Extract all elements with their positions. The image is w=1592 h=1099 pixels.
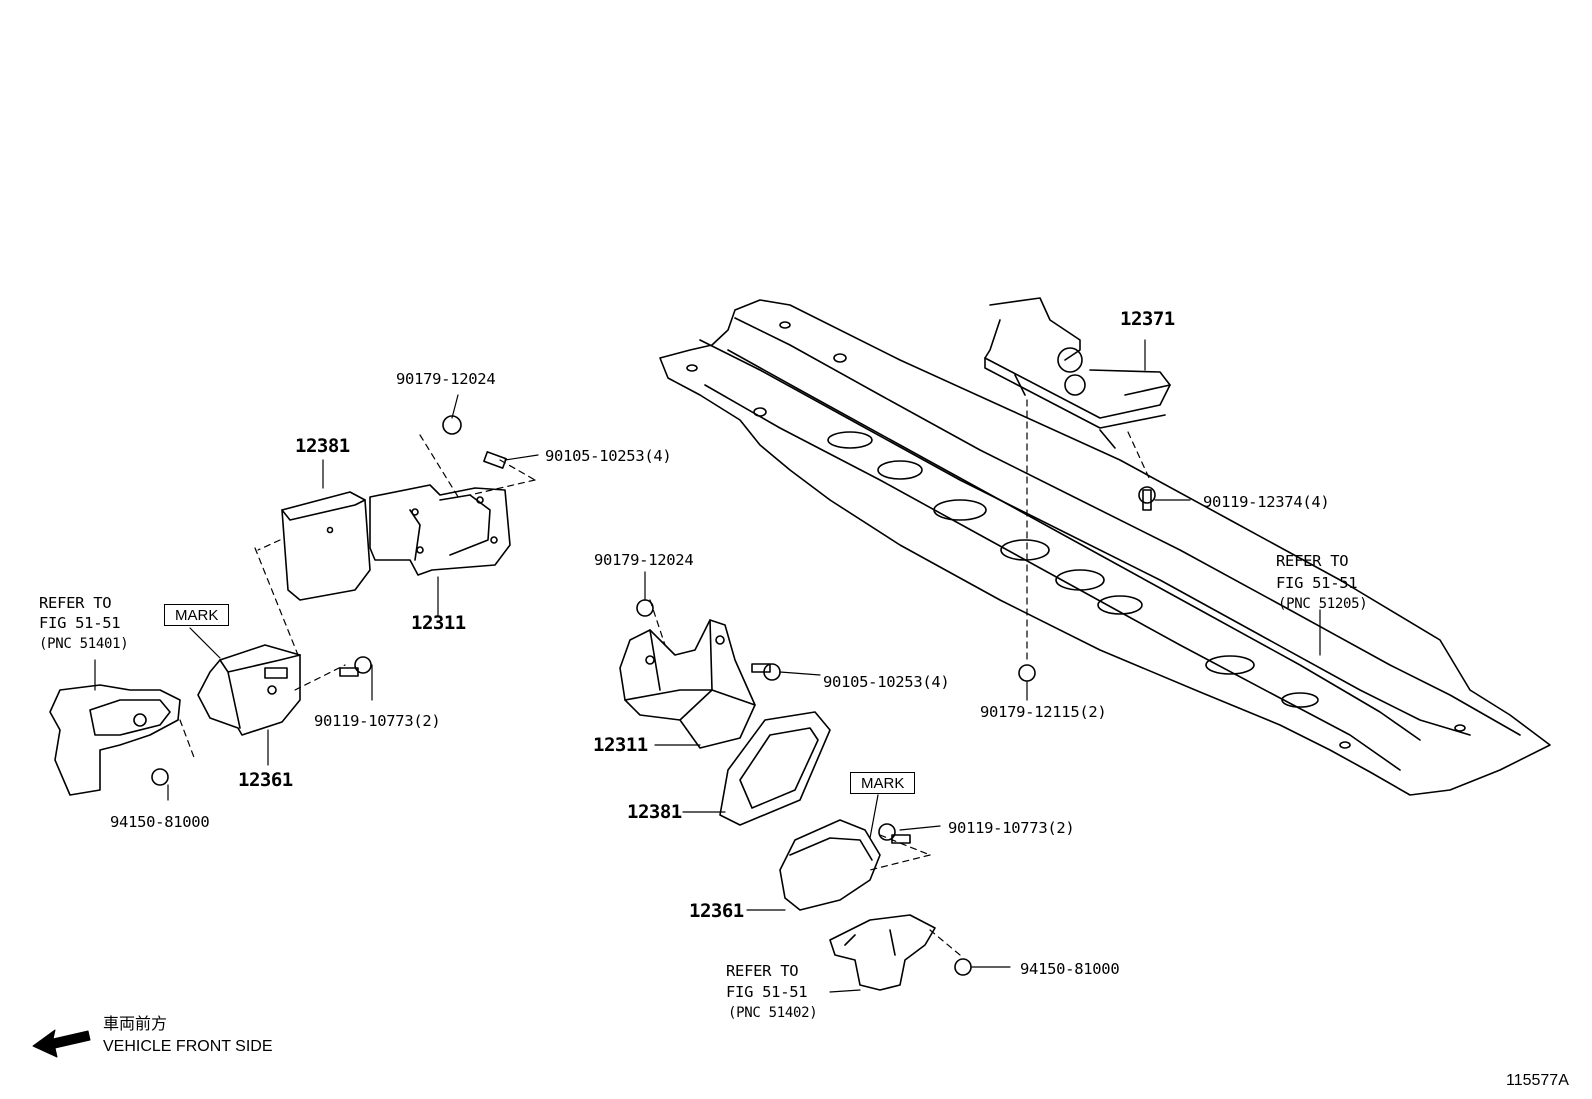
mark-label-right: MARK [850,772,916,794]
fastener-label-94150-81000-right: 94150-81000 [1020,960,1120,978]
fastener-label-90105-10253-mid: 90105-10253(4) [823,673,950,691]
reference-right-line1: REFER TO [1276,552,1349,570]
arrow-left-icon [32,1029,91,1058]
part-label-12381-left: 12381 [295,435,350,457]
legend-japanese: 車両前方 [103,1016,168,1033]
fastener-label-94150-81000-left: 94150-81000 [110,813,210,831]
left-insulator-illustration [49,434,536,796]
reference-bottom-line1: REFER TO [726,962,799,980]
fastener-label-90179-12115: 90179-12115(2) [980,703,1107,721]
fastener-label-90179-12024-top: 90179-12024 [396,370,496,388]
figure-id: 115577A [1506,1072,1569,1089]
part-label-12311-right: 12311 [593,734,648,756]
fastener-label-90105-10253-top: 90105-10253(4) [545,447,672,465]
part-label-12361-left: 12361 [238,769,293,791]
reference-left-line2: FIG 51-51 [39,614,121,632]
reference-left-line1: REFER TO [39,594,112,612]
reference-right-line2: FIG 51-51 [1276,574,1358,592]
part-label-12361-right: 12361 [689,900,744,922]
part-label-12381-right: 12381 [627,801,682,823]
part-label-12371: 12371 [1120,308,1175,330]
rear-mount-illustration [984,297,1171,661]
mark-label-left: MARK [164,604,230,626]
leader-lines [94,339,1321,993]
fastener-label-90179-12024-mid: 90179-12024 [594,551,694,569]
reference-bottom-line2: FIG 51-51 [726,983,808,1001]
part-label-12311-left: 12311 [411,612,466,634]
reference-bottom-pnc: (PNC 51402) [728,1005,818,1021]
crossmember-illustration [659,299,1551,796]
legend-vehicle-front-side: VEHICLE FRONT SIDE [103,1038,273,1055]
right-insulator-illustration [619,599,961,991]
fastener-label-90119-10773-right: 90119-10773(2) [948,819,1075,837]
fastener-label-90119-10773-left: 90119-10773(2) [314,712,441,730]
fastener-label-90119-12374: 90119-12374(4) [1203,493,1330,511]
reference-right-pnc: (PNC 51205) [1278,596,1368,612]
reference-left-pnc: (PNC 51401) [39,636,129,652]
